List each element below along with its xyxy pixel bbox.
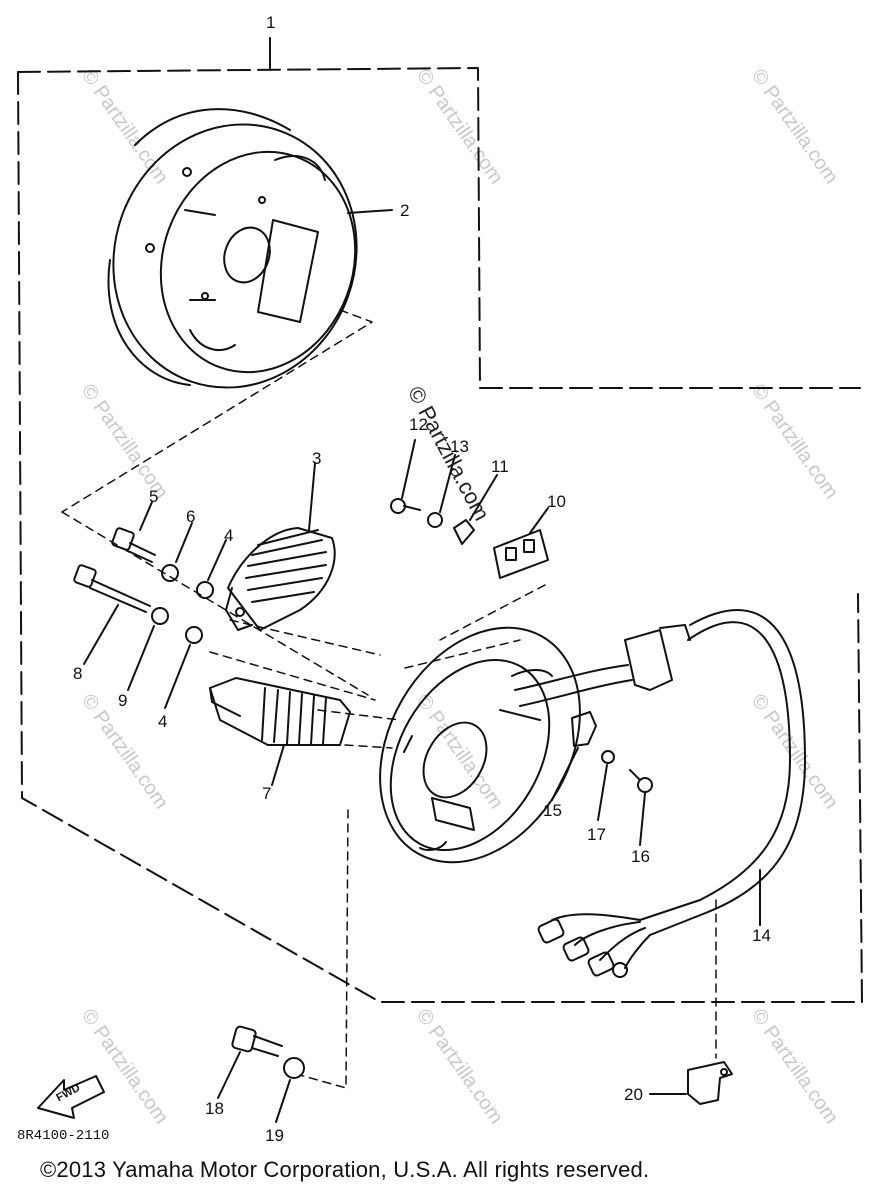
part-label-12: 12 [409, 415, 428, 434]
fwd-arrow [37, 1075, 105, 1119]
leader-line-12 [401, 439, 416, 499]
leader-line-9 [127, 625, 155, 691]
leader-line-11 [469, 474, 498, 521]
bolt-18 [231, 1025, 283, 1057]
leader-line-17 [597, 764, 608, 821]
part-label-13: 13 [450, 437, 469, 456]
screw-12 [390, 498, 421, 514]
clamp-11 [453, 519, 475, 545]
leader-line-16 [639, 792, 646, 846]
part-label-10: 10 [547, 492, 566, 511]
washer-4-upper [196, 581, 214, 599]
leader-line-10 [529, 507, 549, 534]
part-label-1: 1 [266, 13, 276, 32]
part-label-11: 11 [491, 457, 509, 476]
part-label-19: 19 [265, 1126, 284, 1145]
part-label-18: 18 [205, 1099, 224, 1118]
leader-line-13 [439, 454, 456, 513]
leader-line-3 [308, 462, 316, 531]
clip-15 [571, 711, 597, 747]
part-label-6: 6 [186, 507, 196, 526]
part-label-16: 16 [631, 847, 650, 866]
part-label-20: 20 [624, 1085, 643, 1104]
screw-16 [629, 769, 653, 793]
leader-line-2 [347, 209, 393, 214]
assembly-outline [17, 67, 863, 1003]
leader-line-8 [83, 604, 119, 665]
part-label-4-lower: 4 [158, 712, 168, 731]
part-label-14: 14 [752, 926, 771, 945]
leader-line-7 [271, 744, 285, 786]
part-label-4-upper: 4 [224, 526, 234, 545]
diagram-code: 8R4100-2110 [17, 1128, 110, 1144]
clamp-20 [687, 1061, 733, 1105]
leader-line-4-upper [207, 539, 227, 581]
leader-line-4-lower [164, 644, 191, 709]
washer-9 [151, 607, 169, 625]
stator-base-plate [379, 626, 581, 864]
leader-line-18 [217, 1051, 241, 1099]
part-label-5: 5 [149, 487, 159, 506]
washer-4-lower [185, 626, 203, 644]
part-label-3: 3 [312, 449, 322, 468]
bolt-dashed-line [299, 809, 349, 1089]
leader-line-15 [551, 747, 579, 801]
washer-17 [601, 750, 615, 764]
lighting-coil [209, 677, 351, 746]
leader-line-5 [139, 501, 153, 531]
part-label-9: 9 [118, 691, 128, 710]
terminal-block-10 [493, 529, 549, 579]
rotor-projection-line [61, 309, 373, 513]
wire-harness [514, 609, 806, 978]
part-label-8: 8 [73, 664, 83, 683]
bolt-8 [73, 564, 151, 613]
copyright-notice: ©2013 Yamaha Motor Corporation, U.S.A. A… [40, 1157, 650, 1182]
part-label-7: 7 [262, 784, 272, 803]
washer-19 [283, 1057, 305, 1079]
washer-13 [427, 512, 443, 528]
bolt-5 [111, 527, 156, 563]
leader-line-6 [175, 522, 193, 563]
part-label-15: 15 [543, 801, 562, 820]
leader-line-19 [275, 1079, 291, 1123]
washer-6 [161, 564, 179, 582]
flywheel-rotor [107, 108, 358, 389]
charge-coil [225, 527, 336, 631]
part-label-2: 2 [400, 201, 410, 220]
part-label-17: 17 [587, 825, 606, 844]
